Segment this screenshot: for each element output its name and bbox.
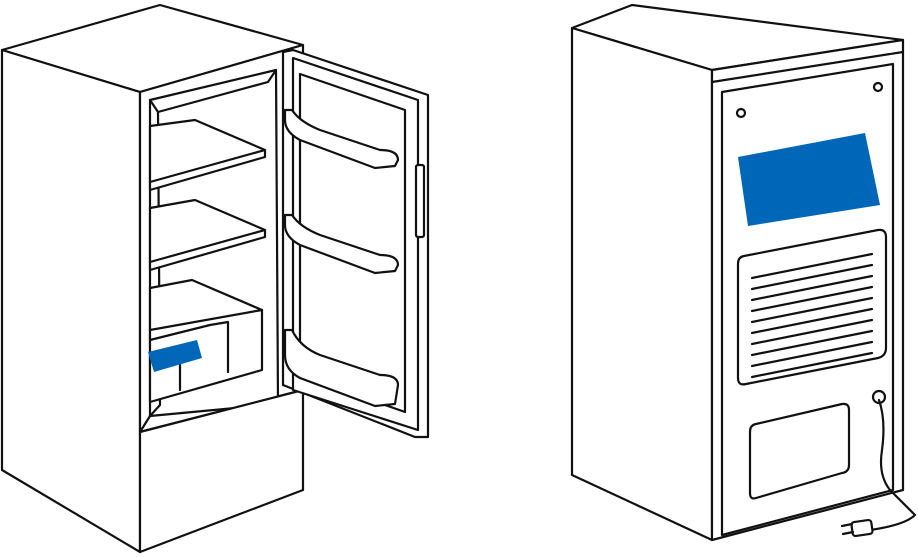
grille-slat	[750, 307, 874, 335]
screw-icon	[872, 81, 884, 93]
grille-slat	[750, 296, 874, 324]
fridge-door[interactable]	[281, 48, 430, 439]
grille-slat	[750, 285, 874, 313]
door-handle[interactable]	[414, 163, 426, 239]
door-bin	[283, 213, 400, 275]
power-cord[interactable]	[868, 398, 917, 532]
grille-slat	[750, 263, 874, 291]
grille-slat	[750, 318, 874, 346]
freezer-drawer	[138, 388, 305, 554]
rating-label	[738, 133, 880, 226]
grille-slat	[750, 351, 874, 379]
grille-slat	[750, 329, 874, 357]
fridge-back-view	[570, 3, 917, 542]
shelves	[148, 118, 267, 404]
door-bin	[283, 328, 400, 408]
door-bin	[283, 108, 400, 170]
fridge-side	[570, 26, 714, 542]
compressor-cover	[748, 402, 851, 500]
crisper-label	[148, 340, 202, 372]
fridge-side	[0, 48, 142, 554]
grille-slat	[750, 340, 874, 368]
grille-slat	[750, 252, 874, 280]
plug-icon[interactable]	[840, 518, 874, 538]
open-fridge	[0, 3, 430, 554]
ventilation-grille	[736, 228, 888, 386]
screw-icon	[735, 107, 747, 119]
grille-slat	[750, 274, 874, 302]
